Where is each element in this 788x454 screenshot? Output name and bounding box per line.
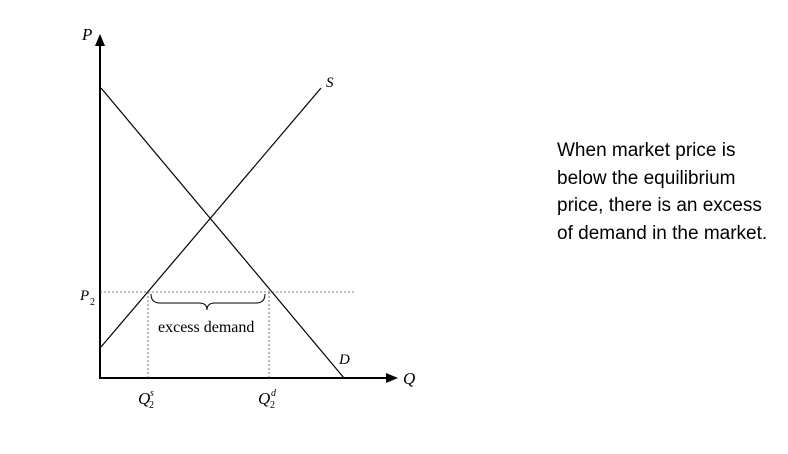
supply-curve: [100, 87, 322, 348]
qd-subscript: 2: [270, 400, 275, 411]
qs-label: Q: [138, 389, 150, 408]
y-axis-arrowhead: [95, 34, 105, 46]
y-axis-label: P: [81, 25, 92, 44]
qs-superscript: s: [150, 388, 154, 399]
explanation-text: When market price is below the equilibri…: [557, 140, 768, 244]
demand-curve-label: D: [338, 352, 350, 368]
qd-superscript: d: [271, 388, 277, 399]
price-p2-label: P: [79, 288, 89, 304]
qd-label: Q: [258, 389, 270, 408]
x-axis-label: Q: [403, 369, 415, 388]
supply-curve-label: S: [326, 75, 334, 91]
qs-subscript: 2: [149, 400, 154, 411]
excess-demand-brace: [150, 293, 266, 311]
excess-demand-label: excess demand: [158, 319, 254, 336]
x-axis-arrowhead: [386, 373, 398, 383]
price-p2-subscript: 2: [90, 297, 95, 308]
demand-curve: [100, 87, 345, 379]
